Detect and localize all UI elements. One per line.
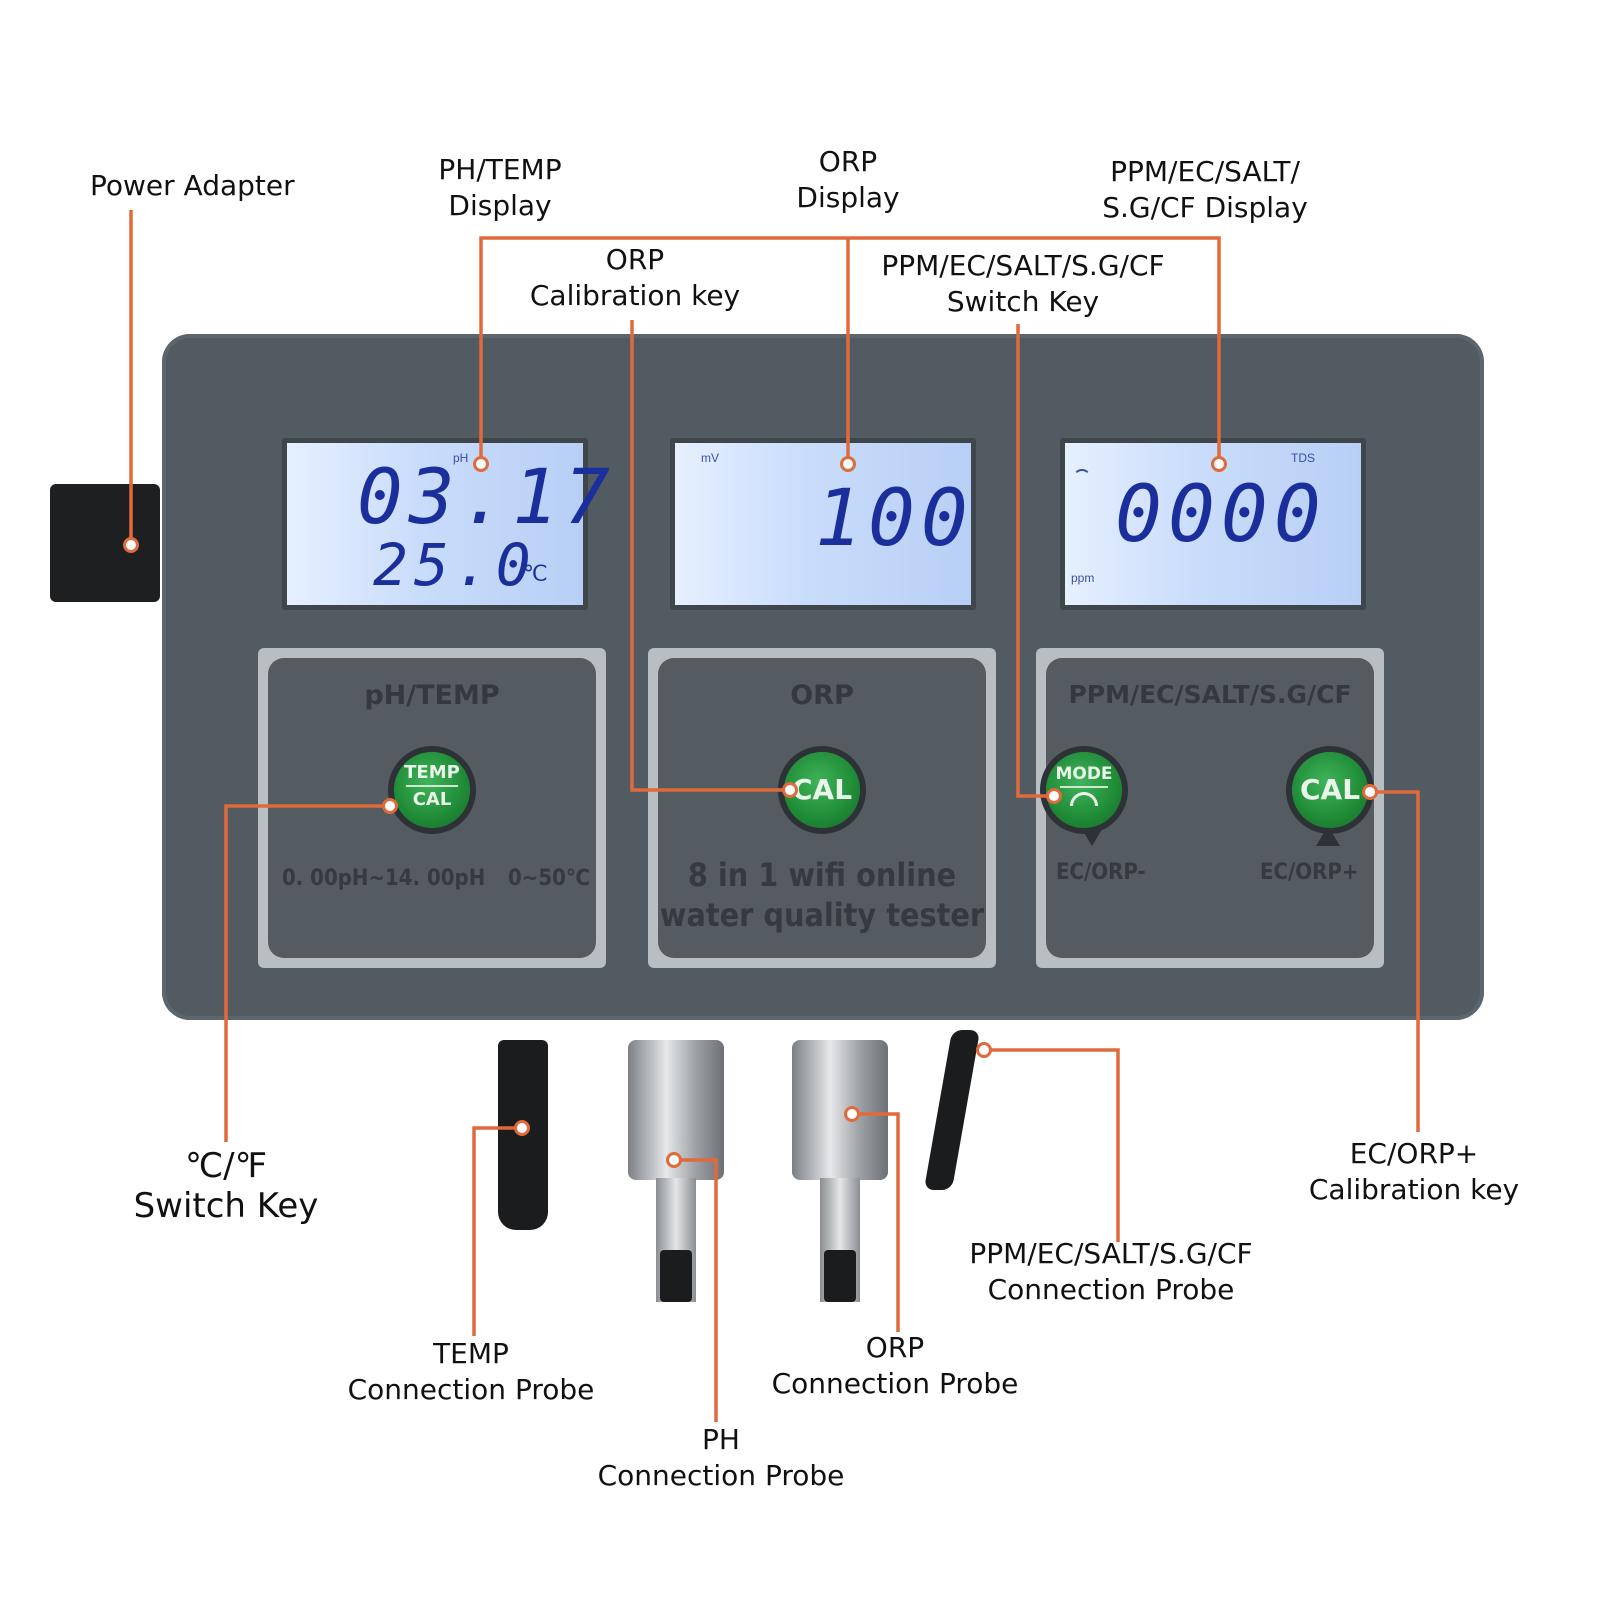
orp-tagline-1: 8 in 1 wifi online [687,856,957,894]
line-2: Calibration key [1308,1173,1520,1206]
temp-cal-button-bottom: CAL [412,789,452,810]
ph-temp-display: pH 03.17 25.0 ℃ [282,438,610,610]
line-1: PPM/EC/SALT/S.G/CF [969,1237,1253,1270]
ppm-cal-button[interactable]: CAL [1292,752,1368,828]
dot-ph-display [473,456,489,472]
dot-mode [1046,788,1062,804]
temp-unit-label: ℃ [523,561,548,586]
label-power-adapter-text: Power Adapter [90,169,295,202]
tds-display: TDS 0000 ppm [1060,438,1366,610]
label-ec-orp-plus-key: EC/ORP+Calibration key [1296,1136,1532,1208]
ec-orp-minus-label: EC/ORP- [1056,860,1146,885]
dot-orp-probe [844,1106,860,1122]
tds-value: 0000 [1115,470,1327,560]
orp-tagline-2: water quality tester [659,896,985,934]
line-2: Connection Probe [987,1273,1235,1306]
line-2: Connection Probe [347,1373,595,1406]
ppm-unit-label: ppm [1071,571,1095,585]
leader-temp-probe [472,1126,522,1336]
ec-orp-plus-label: EC/ORP+ [1260,860,1359,885]
leader-ph-probe [674,1158,718,1422]
temp-cal-button-top: TEMP [404,762,460,783]
line-2: Connection Probe [771,1367,1019,1400]
temp-cal-button[interactable]: TEMP CAL [394,752,470,828]
ppm-cal-button-label: CAL [1299,773,1361,806]
minus-arrow-icon [1080,826,1104,846]
line-1: PPM/EC/SALT/S.G/CF [881,249,1165,282]
orp-cal-button-label: CAL [791,773,853,806]
leader-ec-orp-plus [1370,790,1420,1132]
leader-cf-switch-key [224,804,390,1142]
power-adapter-plug [50,484,160,602]
ph-temp-panel-title: pH/TEMP [364,680,500,711]
label-power-adapter: Power Adapter [90,168,295,204]
dot-tds-display [1211,456,1227,472]
ppm-panel-title: PPM/EC/SALT/S.G/CF [1068,680,1352,709]
line-2: Switch Key [946,285,1100,318]
dot-temp-probe [514,1120,530,1136]
orp-unit-label: mV [701,451,719,465]
orp-panel-title: ORP [790,680,854,711]
line-1: PH/TEMP [438,153,562,186]
temp-cal-divider [406,785,458,787]
line-1: PH [702,1423,740,1456]
leader-ppm-switch-key [1016,324,1054,798]
line-1: ORP [865,1331,925,1364]
line-2: Switch Key [133,1186,319,1226]
line-2: Calibration key [529,279,741,312]
dot-ph-probe [666,1152,682,1168]
dot-power-adapter [123,537,139,553]
temp-range-text: 0~50℃ [508,866,590,891]
label-ppm-display: PPM/EC/SALT/S.G/CF Display [1080,154,1330,226]
line-1: ORP [605,243,665,276]
dot-orp-cal [782,782,798,798]
mode-divider [1060,786,1108,788]
line-1: ℃/℉ [185,1146,267,1186]
mode-button-label: MODE [1055,764,1113,784]
orp-value: 100 [815,474,974,564]
line-2: S.G/CF Display [1102,191,1308,224]
orp-display: mV 100 [670,438,976,610]
ph-temp-panel: pH/TEMP 0. 00pH~14. 00pH 0~50℃ [258,648,606,968]
dot-ppm-probe [976,1042,992,1058]
line-2: Connection Probe [597,1459,845,1492]
dot-ppm-cal [1362,784,1378,800]
line-1: PPM/EC/SALT/ [1110,155,1300,188]
dot-temp-cal [382,798,398,814]
mode-button[interactable]: MODE [1046,752,1122,828]
ph-range-text: 0. 00pH~14. 00pH [282,866,486,891]
line-1: EC/ORP+ [1349,1137,1479,1170]
dot-orp-display [840,456,856,472]
leader-ppm-probe [984,1048,1120,1242]
orp-probe-cap [824,1250,856,1302]
line-2: Display [796,181,900,214]
ph-unit-label: pH [453,451,469,465]
wifi-icon [1073,469,1091,481]
line-1: TEMP [433,1337,509,1370]
tds-unit-label: TDS [1291,451,1315,465]
leader-orp-cal-key [630,320,790,792]
line-2: Display [448,189,552,222]
temp-value: 25.0 [373,531,537,599]
mode-wifi-icon [1070,792,1098,806]
leader-display-bus [479,236,1221,460]
ph-probe-cap [660,1250,692,1302]
plus-arrow-icon [1316,826,1340,846]
line-1: ORP [818,145,878,178]
orp-bnc-connector [792,1040,888,1180]
leader-orp-probe [852,1112,900,1332]
